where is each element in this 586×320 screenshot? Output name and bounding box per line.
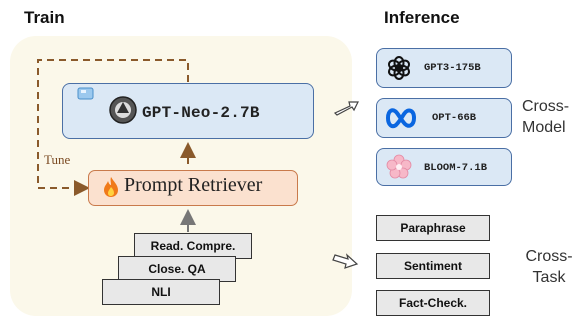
cross-task-label: Cross- Task bbox=[524, 246, 574, 288]
tune-loop bbox=[37, 59, 189, 196]
gpt-neo-model-box bbox=[62, 83, 314, 139]
openai-logo-icon bbox=[386, 55, 412, 81]
inference-heading: Inference bbox=[384, 8, 460, 27]
task-card-nli: NLI bbox=[102, 279, 220, 305]
model-label-bloom: BLOOM-7.1B bbox=[424, 162, 488, 174]
ice-cube-icon bbox=[76, 85, 96, 101]
cross-model-label: Cross- Model bbox=[522, 96, 569, 138]
task-card-paraphrase: Paraphrase bbox=[376, 215, 490, 241]
cross-task-label-line2: Task bbox=[532, 269, 566, 286]
cross-model-label-line1: Cross- bbox=[522, 98, 570, 115]
meta-logo-icon bbox=[384, 104, 418, 132]
model-card-bloom bbox=[376, 148, 512, 186]
cross-task-label-line1: Cross- bbox=[525, 248, 573, 265]
fire-icon bbox=[102, 176, 120, 198]
bloom-flower-icon bbox=[386, 154, 412, 180]
model-label-gpt3: GPT3-175B bbox=[424, 62, 481, 74]
task-card-fact-check: Fact-Check. bbox=[376, 290, 490, 316]
to-models-arrow bbox=[333, 101, 359, 116]
task-card-sentiment: Sentiment bbox=[376, 253, 490, 279]
gpt-neo-label: GPT-Neo-2.7B bbox=[142, 104, 260, 122]
tune-label: Tune bbox=[44, 152, 71, 167]
cross-model-label-line2: Model bbox=[522, 119, 566, 136]
train-heading: Train bbox=[24, 8, 65, 27]
to-tasks-arrow bbox=[332, 253, 359, 269]
prompt-retriever-box bbox=[88, 170, 298, 206]
model-label-opt: OPT-66B bbox=[432, 112, 477, 124]
gpt-neo-logo-icon bbox=[108, 95, 138, 125]
prompt-retriever-label: Prompt Retriever bbox=[124, 174, 263, 196]
